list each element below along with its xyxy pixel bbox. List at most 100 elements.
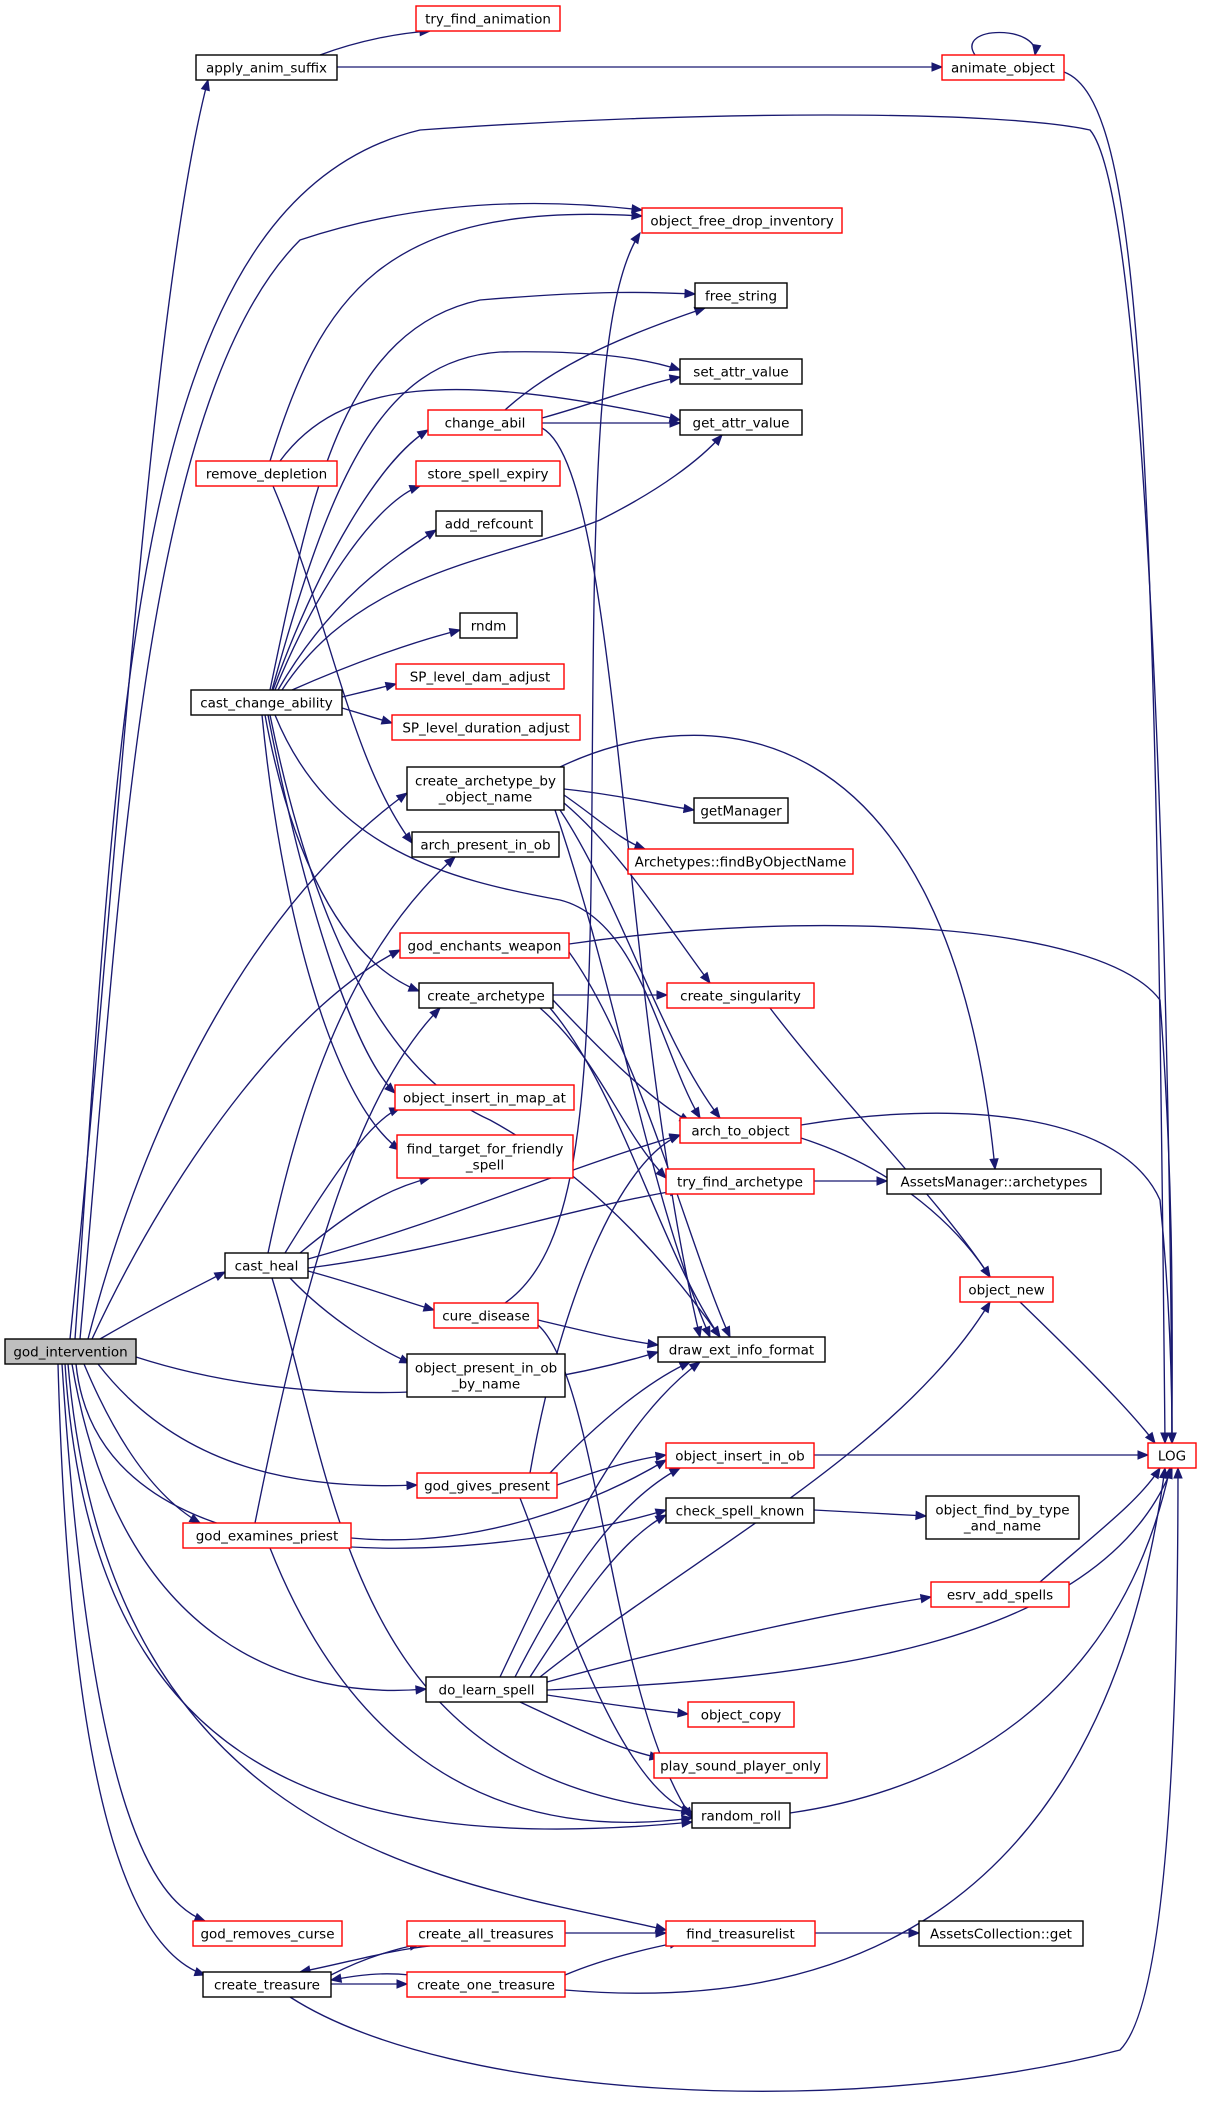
node-box[interactable] xyxy=(925,1495,1080,1540)
node-box[interactable] xyxy=(411,831,560,858)
node-box[interactable] xyxy=(395,663,565,690)
node-box[interactable] xyxy=(415,460,561,487)
node-box[interactable] xyxy=(694,282,788,309)
node-object_copy[interactable]: object_copy xyxy=(687,1701,795,1728)
node-box[interactable] xyxy=(406,1971,566,1998)
node-box[interactable] xyxy=(182,1522,352,1549)
node-box[interactable] xyxy=(435,510,543,537)
node-box[interactable] xyxy=(679,358,803,385)
node-object_new[interactable]: object_new xyxy=(959,1276,1054,1303)
node-create_one_treasure[interactable]: create_one_treasure xyxy=(406,1971,566,1998)
node-create_archetype_by_object_name[interactable]: create_archetype_by_object_name xyxy=(406,766,565,811)
node-box[interactable] xyxy=(459,612,518,639)
node-god_enchants_weapon[interactable]: god_enchants_weapon xyxy=(399,932,570,959)
node-box[interactable] xyxy=(4,1338,137,1365)
node-box[interactable] xyxy=(665,1168,815,1195)
node-arch_present_in_ob[interactable]: arch_present_in_ob xyxy=(411,831,560,858)
node-box[interactable] xyxy=(399,932,570,959)
node-object_insert_in_ob[interactable]: object_insert_in_ob xyxy=(665,1442,815,1469)
node-box[interactable] xyxy=(195,54,338,81)
node-SP_level_duration_adjust[interactable]: SP_level_duration_adjust xyxy=(391,714,581,741)
node-object_present_in_ob_by_name[interactable]: object_present_in_ob_by_name xyxy=(406,1353,566,1398)
node-check_spell_known[interactable]: check_spell_known xyxy=(665,1497,815,1524)
node-box[interactable] xyxy=(918,1920,1084,1947)
node-box[interactable] xyxy=(224,1252,309,1279)
node-god_examines_priest[interactable]: god_examines_priest xyxy=(182,1522,352,1549)
node-box[interactable] xyxy=(202,1971,332,1998)
node-get_attr_value[interactable]: get_attr_value xyxy=(679,409,803,436)
node-box[interactable] xyxy=(679,1117,802,1144)
node-object_insert_in_map_at[interactable]: object_insert_in_map_at xyxy=(394,1084,575,1111)
node-box[interactable] xyxy=(415,5,561,32)
node-box[interactable] xyxy=(930,1581,1070,1608)
node-box[interactable] xyxy=(391,714,581,741)
node-play_sound_player_only[interactable]: play_sound_player_only xyxy=(653,1752,828,1779)
node-box[interactable] xyxy=(653,1752,828,1779)
node-cast_change_ability[interactable]: cast_change_ability xyxy=(190,689,343,716)
node-create_singularity[interactable]: create_singularity xyxy=(666,982,815,1009)
node-Archetypes_findByObjectName[interactable]: Archetypes::findByObjectName xyxy=(627,848,854,875)
node-add_refcount[interactable]: add_refcount xyxy=(435,510,543,537)
node-box[interactable] xyxy=(665,1442,815,1469)
node-box[interactable] xyxy=(886,1168,1102,1195)
node-change_abil[interactable]: change_abil xyxy=(427,409,543,436)
node-animate_object[interactable]: animate_object xyxy=(941,54,1065,81)
node-box[interactable] xyxy=(195,460,338,487)
node-box[interactable] xyxy=(666,982,815,1009)
node-box[interactable] xyxy=(433,1302,539,1329)
node-free_string[interactable]: free_string xyxy=(694,282,788,309)
node-box[interactable] xyxy=(406,766,565,811)
node-box[interactable] xyxy=(418,982,554,1009)
node-box[interactable] xyxy=(665,1920,816,1947)
node-object_free_drop_inventory[interactable]: object_free_drop_inventory xyxy=(641,207,843,234)
node-cast_heal[interactable]: cast_heal xyxy=(224,1252,309,1279)
node-store_spell_expiry[interactable]: store_spell_expiry xyxy=(415,460,561,487)
node-box[interactable] xyxy=(425,1676,548,1703)
node-draw_ext_info_format[interactable]: draw_ext_info_format xyxy=(657,1336,826,1363)
node-box[interactable] xyxy=(427,409,543,436)
node-object_find_by_type_and_name[interactable]: object_find_by_type_and_name xyxy=(925,1495,1080,1540)
node-set_attr_value[interactable]: set_attr_value xyxy=(679,358,803,385)
node-AssetsCollection_get[interactable]: AssetsCollection::get xyxy=(918,1920,1084,1947)
node-getManager[interactable]: getManager xyxy=(693,797,789,824)
node-box[interactable] xyxy=(657,1336,826,1363)
node-god_removes_curse[interactable]: god_removes_curse xyxy=(192,1920,343,1947)
node-box[interactable] xyxy=(959,1276,1054,1303)
node-box[interactable] xyxy=(691,1802,791,1829)
node-create_all_treasures[interactable]: create_all_treasures xyxy=(406,1920,566,1947)
node-try_find_animation[interactable]: try_find_animation xyxy=(415,5,561,32)
node-box[interactable] xyxy=(693,797,789,824)
node-box[interactable] xyxy=(394,1084,575,1111)
node-rndm[interactable]: rndm xyxy=(459,612,518,639)
node-box[interactable] xyxy=(416,1472,558,1499)
node-arch_to_object[interactable]: arch_to_object xyxy=(679,1117,802,1144)
node-box[interactable] xyxy=(679,409,803,436)
node-box[interactable] xyxy=(941,54,1065,81)
node-create_archetype[interactable]: create_archetype xyxy=(418,982,554,1009)
node-apply_anim_suffix[interactable]: apply_anim_suffix xyxy=(195,54,338,81)
node-box[interactable] xyxy=(687,1701,795,1728)
node-SP_level_dam_adjust[interactable]: SP_level_dam_adjust xyxy=(395,663,565,690)
node-box[interactable] xyxy=(406,1353,566,1398)
node-random_roll[interactable]: random_roll xyxy=(691,1802,791,1829)
node-box[interactable] xyxy=(627,848,854,875)
node-esrv_add_spells[interactable]: esrv_add_spells xyxy=(930,1581,1070,1608)
node-create_treasure[interactable]: create_treasure xyxy=(202,1971,332,1998)
node-box[interactable] xyxy=(190,689,343,716)
node-do_learn_spell[interactable]: do_learn_spell xyxy=(425,1676,548,1703)
node-box[interactable] xyxy=(192,1920,343,1947)
node-box[interactable] xyxy=(1147,1442,1197,1469)
node-AssetsManager_archetypes[interactable]: AssetsManager::archetypes xyxy=(886,1168,1102,1195)
node-box[interactable] xyxy=(641,207,843,234)
node-box[interactable] xyxy=(396,1134,574,1179)
node-god_gives_present[interactable]: god_gives_present xyxy=(416,1472,558,1499)
node-LOG[interactable]: LOG xyxy=(1147,1442,1197,1469)
node-god_intervention[interactable]: god_intervention xyxy=(4,1338,137,1365)
node-cure_disease[interactable]: cure_disease xyxy=(433,1302,539,1329)
node-box[interactable] xyxy=(665,1497,815,1524)
node-try_find_archetype[interactable]: try_find_archetype xyxy=(665,1168,815,1195)
node-remove_depletion[interactable]: remove_depletion xyxy=(195,460,338,487)
node-find_target_for_friendly_spell[interactable]: find_target_for_friendly_spell xyxy=(396,1134,574,1179)
node-box[interactable] xyxy=(406,1920,566,1947)
node-find_treasurelist[interactable]: find_treasurelist xyxy=(665,1920,816,1947)
